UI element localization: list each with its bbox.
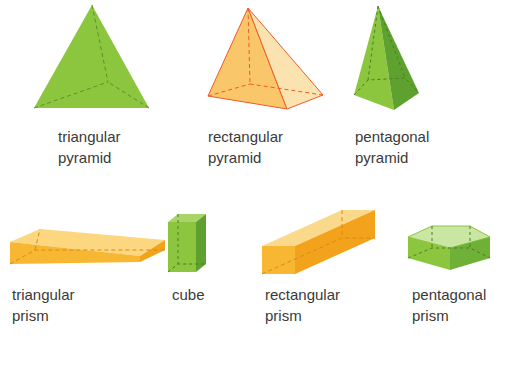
shape-label: rectangular pyramid bbox=[208, 126, 304, 168]
shape-label: pentagonal pyramid bbox=[355, 126, 447, 168]
pentagonal-prism bbox=[408, 226, 490, 270]
cube bbox=[168, 214, 206, 272]
shape-label: cube bbox=[172, 284, 232, 305]
rectangular-prism bbox=[262, 210, 375, 274]
triangular-prism bbox=[10, 229, 165, 264]
shape-label: triangular prism bbox=[12, 284, 104, 326]
pentagonal-pyramid bbox=[354, 6, 419, 110]
shape-label: rectangular prism bbox=[265, 284, 361, 326]
shape-label: pentagonal prism bbox=[412, 284, 502, 326]
rectangular-pyramid bbox=[208, 8, 323, 109]
shape-label: triangular pyramid bbox=[58, 126, 150, 168]
triangular-pyramid bbox=[34, 5, 149, 108]
